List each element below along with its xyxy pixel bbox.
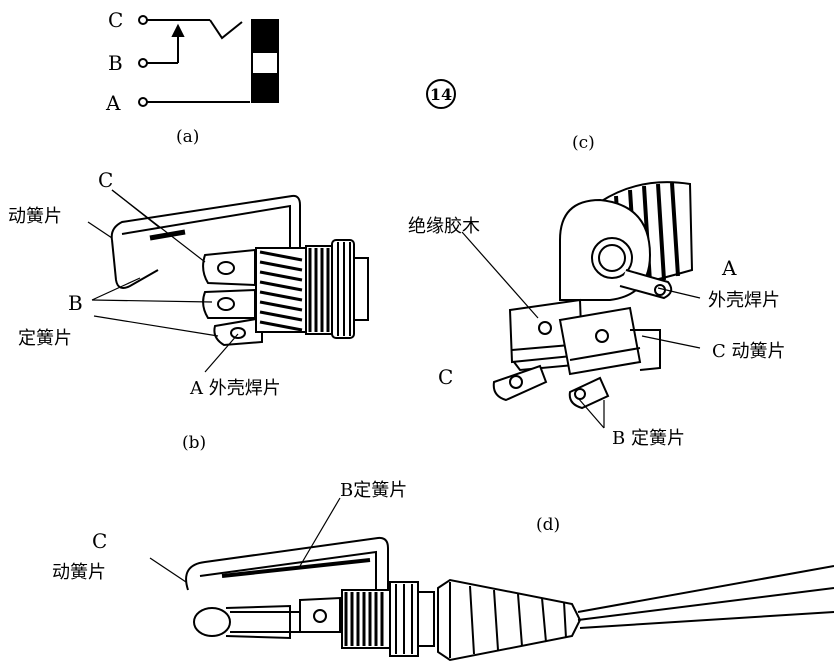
panel-b-shell-lug-label: A 外壳焊片: [189, 378, 281, 399]
panel-e-fixed-spring-label: B定簧片: [340, 480, 407, 501]
panel-e-jack-with-plug: [185, 536, 834, 662]
panel-b-label-b: B: [68, 291, 83, 315]
caption-b: (b): [182, 433, 206, 453]
panel-b-moving-spring-label: 动簧片: [8, 206, 62, 227]
panel-d-fixed-spring-label: B 定簧片: [612, 428, 685, 449]
panel-d-moving-spring-label: C 动簧片: [712, 341, 786, 362]
lug-b: [202, 288, 256, 319]
panel-d-jack: [492, 181, 694, 410]
insulator-block-2: [558, 306, 642, 376]
panel-b-label-c: C: [98, 168, 113, 192]
panel-d-shell-lug-label: 外壳焊片: [708, 290, 780, 311]
terminal-c-label: C: [108, 8, 123, 32]
plug-tip: [193, 604, 300, 640]
panel-b-jack: [110, 194, 369, 347]
plug-symbol: [251, 19, 279, 103]
caption-c: (c): [572, 133, 595, 153]
panel-d-insulator-label: 绝缘胶木: [408, 216, 480, 237]
lug-c: [202, 248, 256, 287]
plug-handle: [437, 578, 582, 662]
cable: [577, 565, 834, 629]
panel-e-leaders: [149, 497, 341, 583]
lug-b-d: [568, 376, 610, 410]
panel-e-moving-spring-label: 动簧片: [52, 562, 106, 583]
wire-c: [138, 15, 243, 40]
wire-b: [138, 23, 185, 68]
lug-c-d: [492, 364, 548, 402]
panel-b-fixed-spring-label: 定簧片: [18, 328, 72, 349]
panel-d-label-a: A: [721, 256, 737, 280]
panel-d-label-c: C: [438, 365, 453, 389]
moving-spring: [110, 194, 301, 330]
caption-a: (a): [176, 127, 199, 147]
fixed-spring-e: [221, 558, 371, 578]
wire-a: [138, 97, 250, 107]
panel-a-schematic: [138, 15, 279, 107]
moving-spring-e: [185, 536, 389, 640]
panel-b-leaders: [87, 189, 239, 373]
figure-number-badge: 14: [426, 79, 456, 109]
figure-number: 14: [430, 85, 452, 104]
threaded-bushing: [255, 239, 369, 339]
terminal-a-label: A: [105, 91, 121, 115]
lug-e: [299, 596, 341, 633]
panel-e-label-c: C: [92, 529, 107, 553]
lug-a: [213, 316, 263, 347]
terminal-b-label: B: [108, 51, 123, 75]
panel-d-leaders: [461, 231, 701, 429]
caption-d: (d): [536, 515, 560, 535]
contact-c: [149, 229, 186, 241]
moving-spring-d: [630, 329, 661, 371]
bushing-e: [341, 581, 435, 657]
